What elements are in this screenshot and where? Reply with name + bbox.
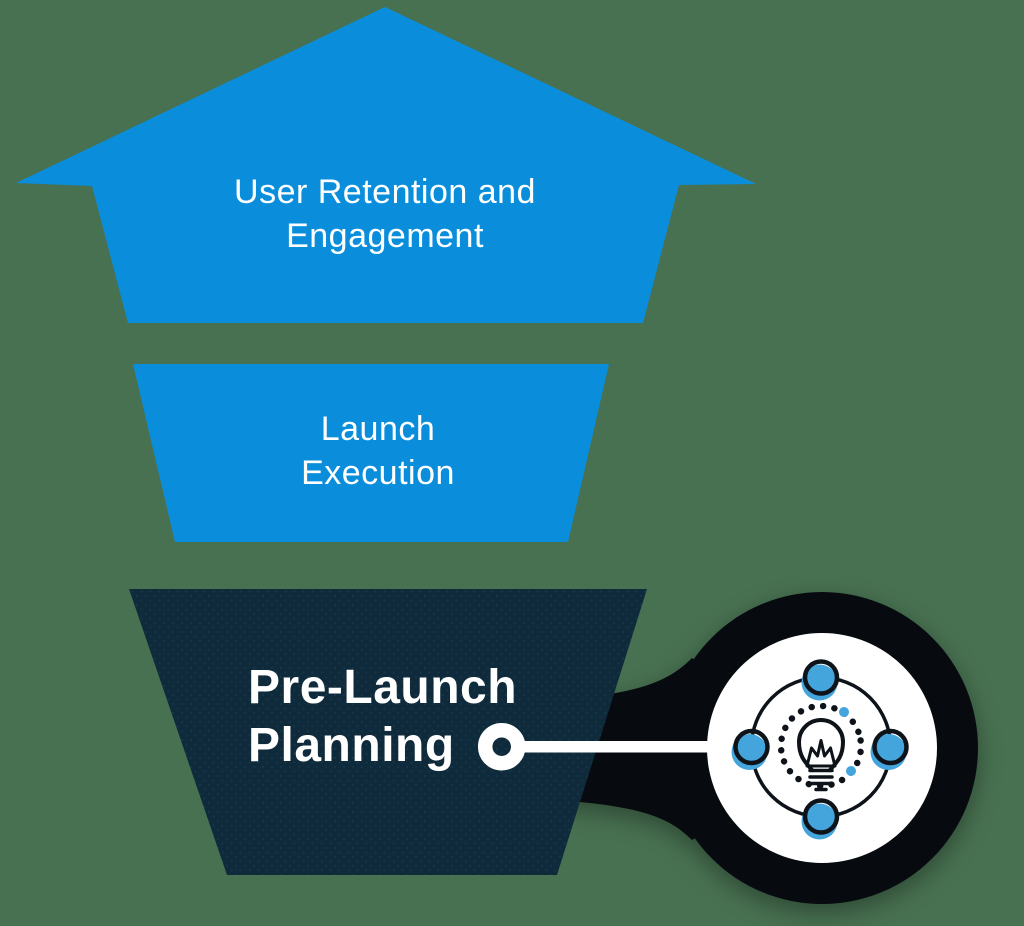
lightbulb-base xyxy=(808,768,834,792)
dotted-ring-blue-accent-1 xyxy=(839,707,849,717)
orbit-network-icon xyxy=(731,659,909,840)
stage-prelaunch-trapezoid-shape xyxy=(129,589,647,875)
orbit-node-right xyxy=(870,728,909,770)
stage-launch-trapezoid-shape xyxy=(133,364,609,542)
lightbulb-filament xyxy=(805,739,837,768)
lightbulb-icon xyxy=(797,718,845,792)
orbit-node-left xyxy=(731,728,770,770)
dotted-ring xyxy=(777,702,865,790)
orbit-node-bottom xyxy=(801,798,840,840)
orbit-node-top xyxy=(801,659,840,701)
stage-retention-arrow-shape xyxy=(16,7,756,323)
dotted-ring-blue-accent-2 xyxy=(846,766,856,776)
callout-connector-ring xyxy=(477,722,526,771)
